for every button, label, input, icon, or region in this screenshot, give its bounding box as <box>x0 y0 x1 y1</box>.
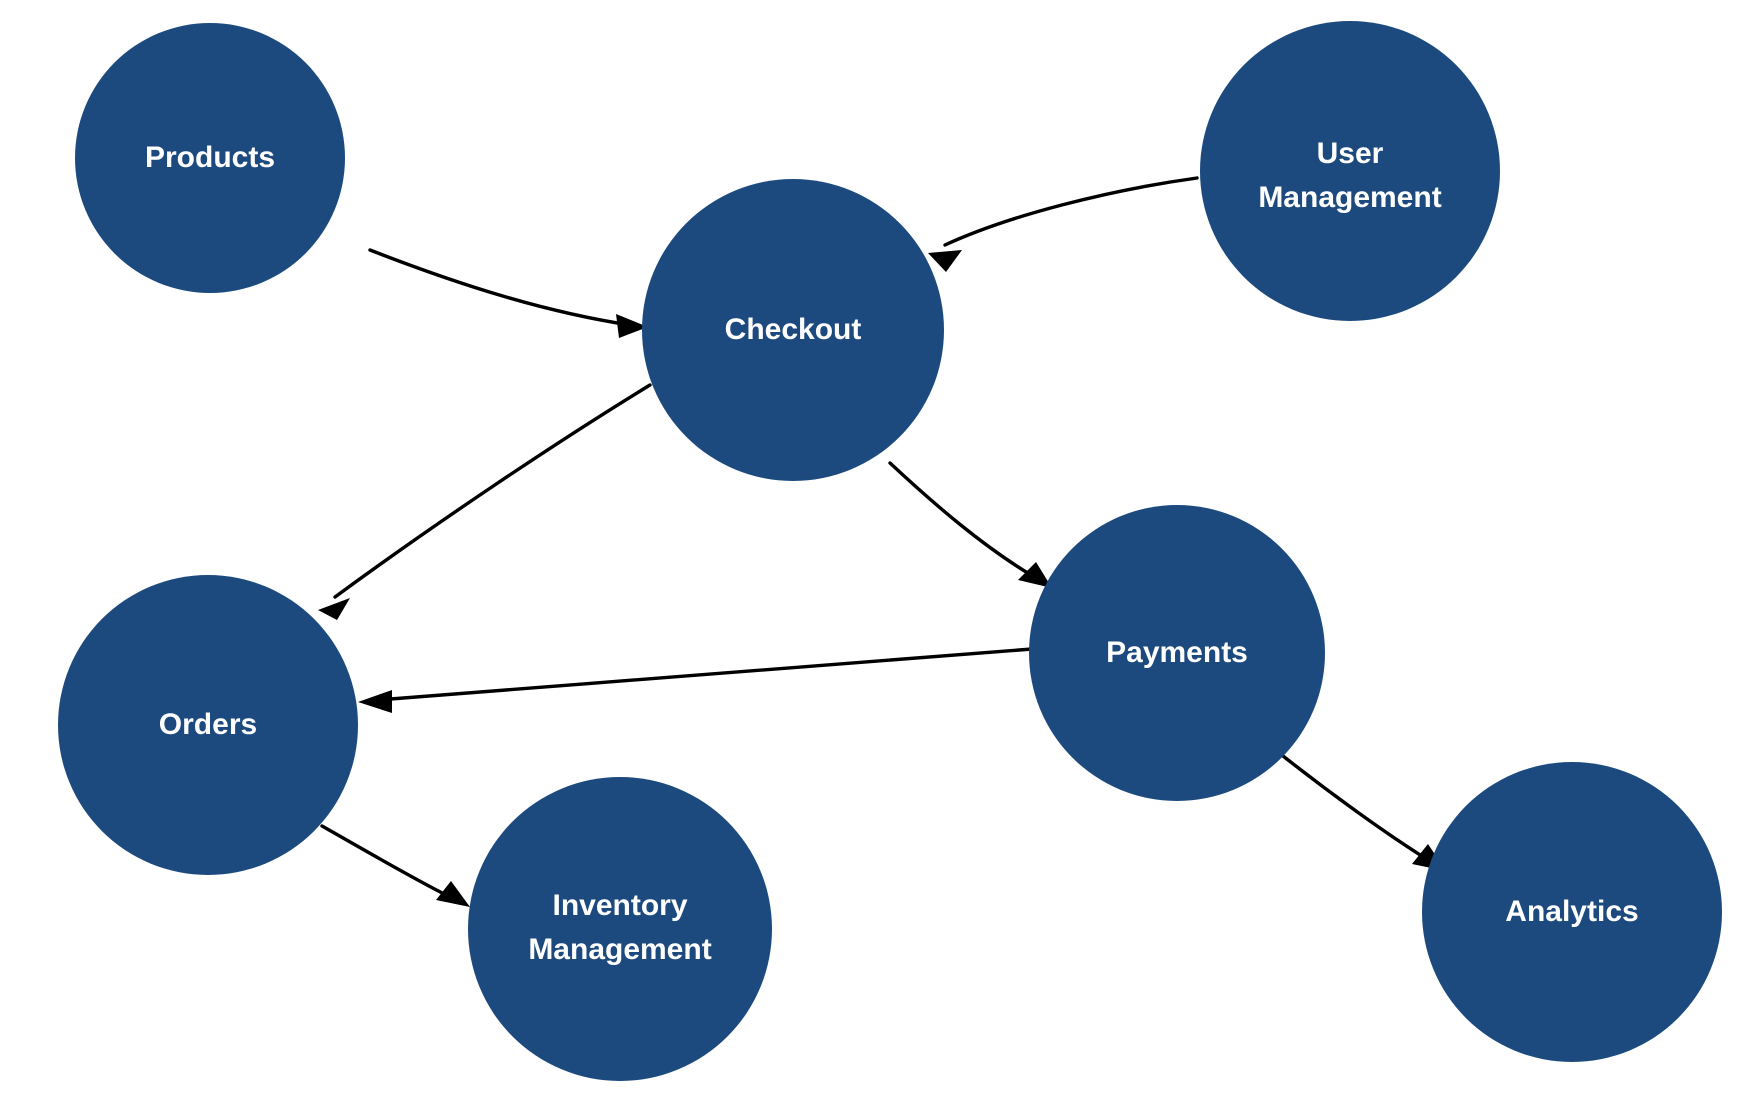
node-inventory-management-label-line2: Management <box>528 933 711 966</box>
node-analytics[interactable]: Analytics <box>1422 762 1722 1062</box>
node-user-management-label-line2: Management <box>1258 181 1441 214</box>
node-products-label: Products <box>145 141 275 174</box>
node-inventory-management-label-line1: Inventory <box>552 889 687 922</box>
node-products[interactable]: Products <box>75 23 345 293</box>
node-analytics-shape <box>1422 762 1722 1062</box>
edge-payments-analytics[interactable] <box>1281 754 1446 871</box>
node-checkout-shape <box>642 179 944 481</box>
node-user-management[interactable]: User Management <box>1200 21 1500 321</box>
node-orders-label: Orders <box>159 708 257 741</box>
node-payments[interactable]: Payments <box>1029 505 1325 801</box>
node-payments-shape <box>1029 505 1325 801</box>
edge-checkout-payments-line <box>888 461 1038 580</box>
edge-checkout-payments-arrowhead <box>1018 562 1052 588</box>
edge-payments-orders-line <box>376 647 1034 702</box>
edge-payments-analytics-line <box>1281 754 1430 862</box>
node-user-management-shape <box>1200 21 1500 321</box>
node-analytics-label: Analytics <box>1505 895 1638 928</box>
edge-usermgmt-checkout-line <box>943 176 1199 247</box>
edge-checkout-orders[interactable] <box>318 383 652 620</box>
nodes-layer: Products Checkout User Management Orders <box>58 21 1722 1081</box>
edge-payments-orders[interactable] <box>358 647 1034 713</box>
edge-payments-orders-arrowhead <box>358 690 392 713</box>
node-inventory-management[interactable]: Inventory Management <box>468 777 772 1081</box>
edge-checkout-orders-line <box>333 383 652 599</box>
node-products-shape <box>75 23 345 293</box>
edge-orders-inventory-line <box>320 824 454 900</box>
edge-products-checkout-line <box>368 248 632 327</box>
edge-checkout-orders-arrowhead <box>318 598 350 620</box>
node-payments-label: Payments <box>1106 636 1248 669</box>
node-checkout-label: Checkout <box>725 313 862 346</box>
node-inventory-management-shape <box>468 777 772 1081</box>
edge-usermgmt-checkout[interactable] <box>928 176 1199 272</box>
edge-checkout-payments[interactable] <box>888 461 1052 588</box>
edge-products-checkout[interactable] <box>368 248 648 338</box>
edge-orders-inventory-arrowhead <box>436 881 470 907</box>
edge-products-checkout-arrowhead <box>616 314 648 338</box>
node-user-management-label-line1: User <box>1317 137 1384 170</box>
node-checkout[interactable]: Checkout <box>642 179 944 481</box>
node-orders-shape <box>58 575 358 875</box>
edge-usermgmt-checkout-arrowhead <box>928 250 962 272</box>
edge-orders-inventory[interactable] <box>320 824 470 907</box>
node-orders[interactable]: Orders <box>58 575 358 875</box>
